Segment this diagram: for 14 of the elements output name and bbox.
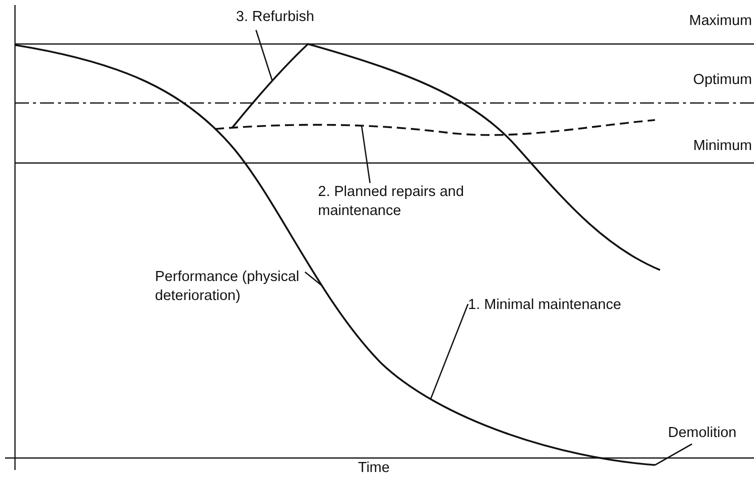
- axis-title: Time: [358, 459, 390, 477]
- leader-line: [654, 443, 692, 466]
- leader-line: [304, 272, 322, 286]
- leader-line: [255, 30, 273, 81]
- callout-label: Performance (physical deterioration): [155, 268, 305, 306]
- leader-line: [360, 126, 371, 184]
- axis-level-label: Optimum: [693, 71, 752, 90]
- axis-level-label: Maximum: [689, 12, 752, 31]
- callout-label: 2. Planned repairs and maintenance: [318, 183, 528, 221]
- axis-level-label: Minimum: [693, 137, 752, 156]
- callout-label: 3. Refurbish: [236, 8, 346, 27]
- leader-line: [430, 304, 469, 400]
- callout-label: 1. Minimal maintenance: [468, 296, 628, 315]
- callout-label: Demolition: [668, 424, 754, 443]
